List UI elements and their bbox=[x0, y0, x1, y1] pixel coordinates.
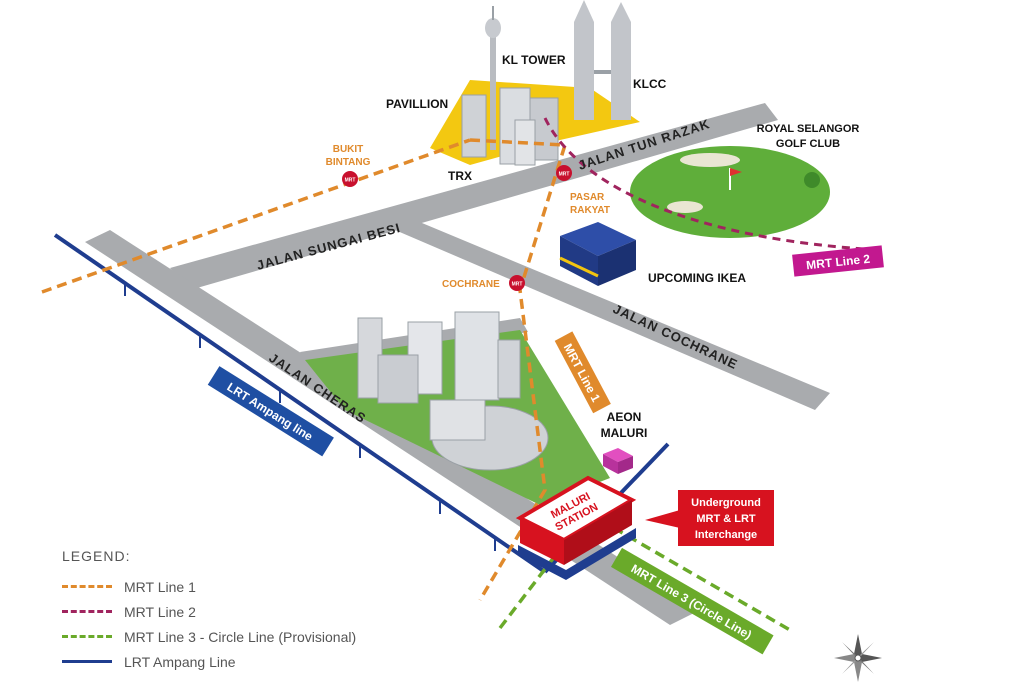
legend-label: LRT Ampang Line bbox=[124, 653, 236, 670]
svg-text:MRT: MRT bbox=[345, 178, 356, 184]
station-marker-pasar-rakyat[interactable]: MRT bbox=[556, 165, 572, 181]
legend-swatch bbox=[62, 660, 112, 663]
label-golf-1: ROYAL SELANGOR bbox=[757, 123, 860, 135]
svg-text:MRT: MRT bbox=[512, 282, 523, 288]
label-pasar-rakyat-2: RAKYAT bbox=[570, 205, 610, 216]
label-pavillion: PAVILLION bbox=[386, 97, 448, 111]
mrt-line-2 bbox=[543, 117, 881, 252]
legend-label: MRT Line 3 - Circle Line (Provisional) bbox=[124, 628, 357, 645]
tag-mrt-line-2: MRT Line 2 bbox=[792, 245, 884, 277]
road-jalan-cochrane bbox=[395, 218, 830, 410]
label-aeon-1: AEON bbox=[607, 410, 642, 424]
svg-text:LRT Ampang line: LRT Ampang line bbox=[225, 380, 316, 444]
label-klcc: KLCC bbox=[633, 77, 667, 91]
label-ikea: UPCOMING IKEA bbox=[648, 271, 746, 285]
label-bukit-bintang-2: BINTANG bbox=[326, 157, 371, 168]
legend-item: MRT Line 3 - Circle Line (Provisional) bbox=[62, 624, 422, 649]
ikea-building bbox=[559, 222, 636, 286]
road-label-cochrane: JALAN COCHRANE bbox=[611, 301, 741, 372]
legend: LEGEND: MRT Line 1 MRT Line 2 MRT Line 3 -… bbox=[62, 548, 422, 674]
svg-text:MRT & LRT: MRT & LRT bbox=[696, 513, 756, 525]
interchange-callout: Underground MRT & LRT Interchange bbox=[645, 490, 774, 546]
legend-swatch bbox=[62, 635, 112, 638]
road-jalan-sungai-besi bbox=[170, 103, 778, 290]
svg-text:MRT Line 2: MRT Line 2 bbox=[806, 252, 871, 273]
station-marker-bukit-bintang[interactable]: MRT bbox=[342, 171, 358, 187]
label-kl-tower: KL TOWER bbox=[502, 53, 566, 67]
aeon-maluri-building bbox=[603, 448, 633, 474]
legend-item: MRT Line 1 bbox=[62, 574, 422, 599]
legend-items: MRT Line 1 MRT Line 2 MRT Line 3 - Circle … bbox=[62, 574, 422, 674]
legend-item: LRT Ampang Line bbox=[62, 649, 422, 674]
legend-title: LEGEND: bbox=[62, 548, 131, 564]
label-trx: TRX bbox=[448, 169, 472, 183]
label-bukit-bintang-1: BUKIT bbox=[333, 144, 364, 155]
compass-rose-icon bbox=[834, 634, 882, 682]
svg-text:MRT: MRT bbox=[559, 172, 570, 178]
development-buildings bbox=[357, 311, 549, 471]
legend-item: MRT Line 2 bbox=[62, 599, 422, 624]
label-pasar-rakyat-1: PASAR bbox=[570, 192, 605, 203]
station-marker-cochrane[interactable]: MRT bbox=[509, 275, 525, 291]
label-cochrane: COCHRANE bbox=[442, 279, 500, 290]
legend-label: MRT Line 2 bbox=[124, 603, 196, 620]
golf-club-area bbox=[630, 146, 830, 238]
label-aeon-2: MALURI bbox=[601, 426, 648, 440]
maluri-station-block bbox=[515, 475, 637, 580]
label-golf-2: GOLF CLUB bbox=[776, 138, 840, 150]
svg-text:Interchange: Interchange bbox=[695, 529, 757, 541]
legend-label: MRT Line 1 bbox=[124, 578, 196, 595]
legend-swatch bbox=[62, 610, 112, 613]
legend-swatch bbox=[62, 585, 112, 588]
svg-text:Underground: Underground bbox=[691, 497, 761, 509]
